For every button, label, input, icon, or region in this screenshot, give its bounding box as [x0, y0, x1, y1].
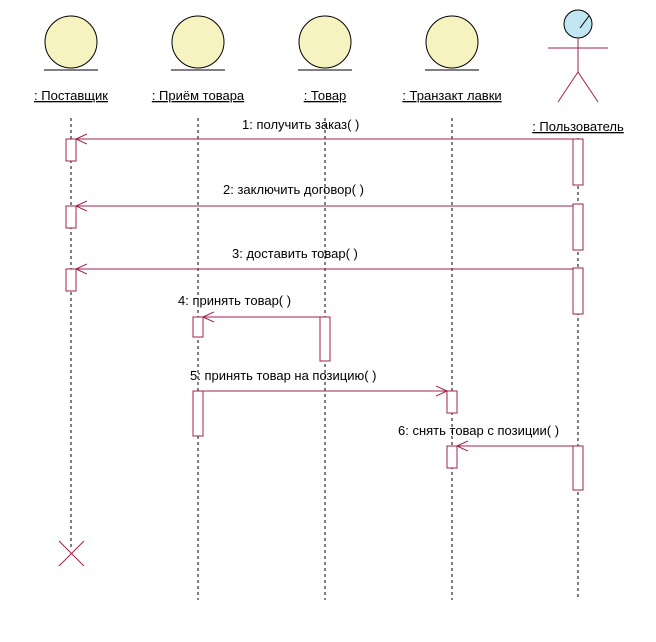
object-label: : Пользователь: [532, 119, 624, 134]
message-label: 6: снять товар с позиции( ): [398, 423, 559, 438]
message-4[interactable]: 4: принять товар( ): [178, 293, 320, 317]
message-2[interactable]: 2: заключить договор( ): [76, 182, 573, 206]
actor-head-mark: [579, 15, 590, 29]
actor-leg-left-icon: [557, 71, 579, 103]
object-supplier[interactable]: : Поставщик: [34, 15, 108, 103]
object-shop-transaction[interactable]: : Транзакт лавки: [402, 15, 502, 103]
activation-bar: [65, 138, 77, 162]
object-label: : Товар: [304, 88, 347, 103]
activation-bar: [65, 268, 77, 292]
entity-icon: [171, 15, 225, 69]
message-6[interactable]: 6: снять товар с позиции( ): [398, 423, 573, 446]
activation-bar: [446, 390, 458, 414]
message-label: 2: заключить договор( ): [223, 182, 364, 197]
object-label: : Транзакт лавки: [402, 88, 501, 103]
entity-icon: [44, 15, 98, 69]
activation-bar: [446, 445, 458, 469]
object-goods[interactable]: : Товар: [298, 15, 352, 103]
activation-bar: [192, 390, 204, 437]
message-label: 5: принять товар на позицию( ): [190, 368, 377, 383]
object-label: : Приём товара: [152, 88, 245, 103]
message-label: 1: получить заказ( ): [242, 117, 359, 132]
entity-icon: [298, 15, 352, 69]
entity-icon: [425, 15, 479, 69]
activation-bar: [319, 316, 331, 362]
activation-bar: [192, 316, 204, 338]
message-1[interactable]: 1: получить заказ( ): [76, 117, 573, 139]
activation-bar: [65, 205, 77, 229]
message-label: 3: доставить товар( ): [232, 246, 358, 261]
message-3[interactable]: 3: доставить товар( ): [76, 246, 573, 269]
activation-bar: [572, 203, 584, 251]
activation-bar: [572, 138, 584, 186]
activation-bars: [65, 138, 584, 491]
actor-head-icon: [563, 9, 593, 39]
object-user-actor[interactable]: : Пользователь: [532, 9, 624, 134]
activation-bar: [572, 267, 584, 315]
object-label: : Поставщик: [34, 88, 108, 103]
message-5[interactable]: 5: принять товар на позицию( ): [190, 368, 447, 391]
object-goods-receipt[interactable]: : Приём товара: [152, 15, 245, 103]
actor-leg-right-icon: [577, 71, 599, 103]
message-label: 4: принять товар( ): [178, 293, 291, 308]
activation-bar: [572, 445, 584, 491]
destroy-mark-icon: [58, 540, 85, 567]
